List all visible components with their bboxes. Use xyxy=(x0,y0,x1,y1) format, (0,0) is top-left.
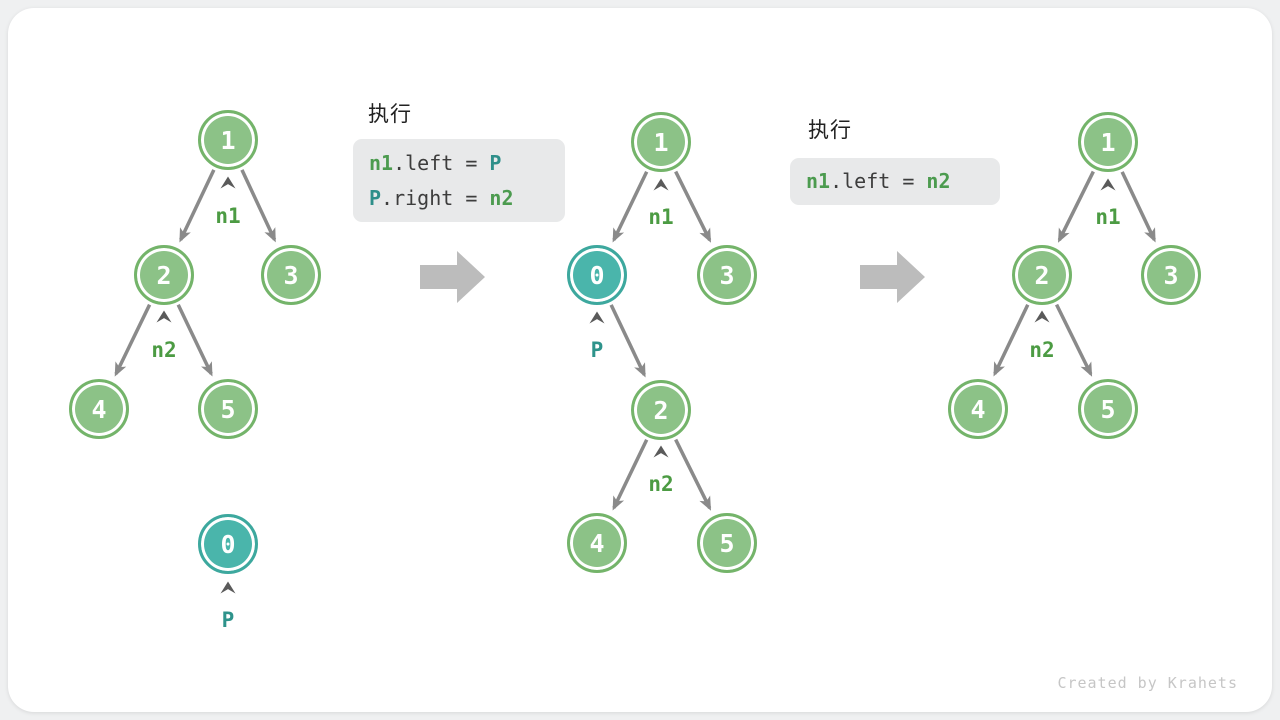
code-variable: P xyxy=(489,150,502,175)
edge-tree-during-2-4 xyxy=(612,438,649,511)
pointer-label-n1: n1 xyxy=(648,205,674,229)
code-variable: n1 xyxy=(806,169,831,193)
tree-node-tree-during-4: 4 xyxy=(567,513,627,573)
edge-tree-during-1-3 xyxy=(674,170,712,243)
edge-tree-after-1-2 xyxy=(1057,170,1095,243)
tree-node-tree-during-5: 5 xyxy=(697,513,757,573)
pointer-label-p: P xyxy=(221,608,235,632)
tree-node-tree-before-5: 5 xyxy=(198,379,258,439)
pointer-caret-icon xyxy=(1034,309,1050,328)
tree-node-tree-after-2: 2 xyxy=(1012,245,1072,305)
pointer-caret-icon xyxy=(589,310,605,329)
code-line-1-2: P.right = n2 xyxy=(369,181,565,216)
edge-tree-during-1-0 xyxy=(612,170,649,243)
pointer-caret-icon xyxy=(653,177,669,196)
node-value: 2 xyxy=(653,395,669,425)
tree-node-tree-during-1: 1 xyxy=(631,112,691,172)
pointer-label-n1: n1 xyxy=(1095,205,1121,229)
code-variable: n2 xyxy=(926,169,951,193)
node-value: 1 xyxy=(220,125,236,155)
code-title-2: 执行 xyxy=(808,118,852,142)
node-value: 3 xyxy=(1163,260,1179,290)
node-value: 0 xyxy=(589,260,605,290)
node-value: 0 xyxy=(220,529,236,559)
pointer-caret-icon xyxy=(653,444,669,463)
tree-node-tree-after-3: 3 xyxy=(1141,245,1201,305)
big-right-arrow-icon xyxy=(860,251,925,303)
pointer-label-n1: n1 xyxy=(215,204,241,228)
tree-node-tree-before-0: 0 xyxy=(198,514,258,574)
edge-tree-after-2-4 xyxy=(993,304,1030,377)
pointer-label-n2: n2 xyxy=(151,338,177,362)
node-value: 2 xyxy=(1034,260,1050,290)
node-value: 3 xyxy=(719,260,735,290)
edge-tree-before-1-2 xyxy=(179,169,216,243)
pointer-caret-icon xyxy=(220,175,236,194)
node-value: 3 xyxy=(283,260,299,290)
code-title-1: 执行 xyxy=(368,102,412,126)
tree-node-tree-before-2: 2 xyxy=(134,245,194,305)
code-variable: n2 xyxy=(489,185,514,210)
tree-node-tree-before-3: 3 xyxy=(261,245,321,305)
tree-node-tree-before-1: 1 xyxy=(198,110,258,170)
node-value: 2 xyxy=(156,260,172,290)
tree-node-tree-during-3: 3 xyxy=(697,245,757,305)
node-value: 1 xyxy=(653,127,669,157)
tree-node-tree-after-5: 5 xyxy=(1078,379,1138,439)
pointer-label-n2: n2 xyxy=(1029,338,1055,362)
code-variable: n1 xyxy=(369,150,394,175)
pointer-caret-icon xyxy=(156,309,172,328)
code-text: .right = xyxy=(381,185,490,210)
node-value: 5 xyxy=(220,394,236,424)
pointer-label-p: P xyxy=(590,338,604,362)
code-variable: P xyxy=(369,185,382,210)
tree-node-tree-after-1: 1 xyxy=(1078,112,1138,172)
pointer-caret-icon xyxy=(1100,177,1116,196)
big-right-arrow-icon xyxy=(420,251,485,303)
edge-tree-during-0-2 xyxy=(609,304,646,378)
node-value: 5 xyxy=(1100,394,1116,424)
node-value: 5 xyxy=(719,528,735,558)
watermark: Created by Krahets xyxy=(1057,674,1238,692)
code-box-2: n1.left = n2 xyxy=(790,158,1000,205)
pointer-caret-icon xyxy=(220,580,236,599)
edge-tree-before-1-3 xyxy=(240,169,277,243)
tree-node-tree-after-4: 4 xyxy=(948,379,1008,439)
edge-tree-after-2-5 xyxy=(1055,303,1093,377)
edge-tree-before-2-5 xyxy=(176,304,213,377)
node-value: 4 xyxy=(91,394,107,424)
node-value: 4 xyxy=(970,394,986,424)
edge-tree-after-1-3 xyxy=(1120,171,1156,243)
edge-tree-before-2-4 xyxy=(114,303,152,377)
code-text: .left = xyxy=(830,169,927,193)
code-text: .left = xyxy=(393,150,490,175)
code-line-2-1: n1.left = n2 xyxy=(806,164,1000,199)
node-value: 1 xyxy=(1100,127,1116,157)
code-line-1-1: n1.left = P xyxy=(369,146,565,181)
pointer-label-n2: n2 xyxy=(648,472,674,496)
node-value: 4 xyxy=(589,528,605,558)
tree-node-tree-during-2: 2 xyxy=(631,380,691,440)
tree-node-tree-during-0: 0 xyxy=(567,245,627,305)
edge-tree-during-2-5 xyxy=(674,438,712,511)
tree-node-tree-before-4: 4 xyxy=(69,379,129,439)
